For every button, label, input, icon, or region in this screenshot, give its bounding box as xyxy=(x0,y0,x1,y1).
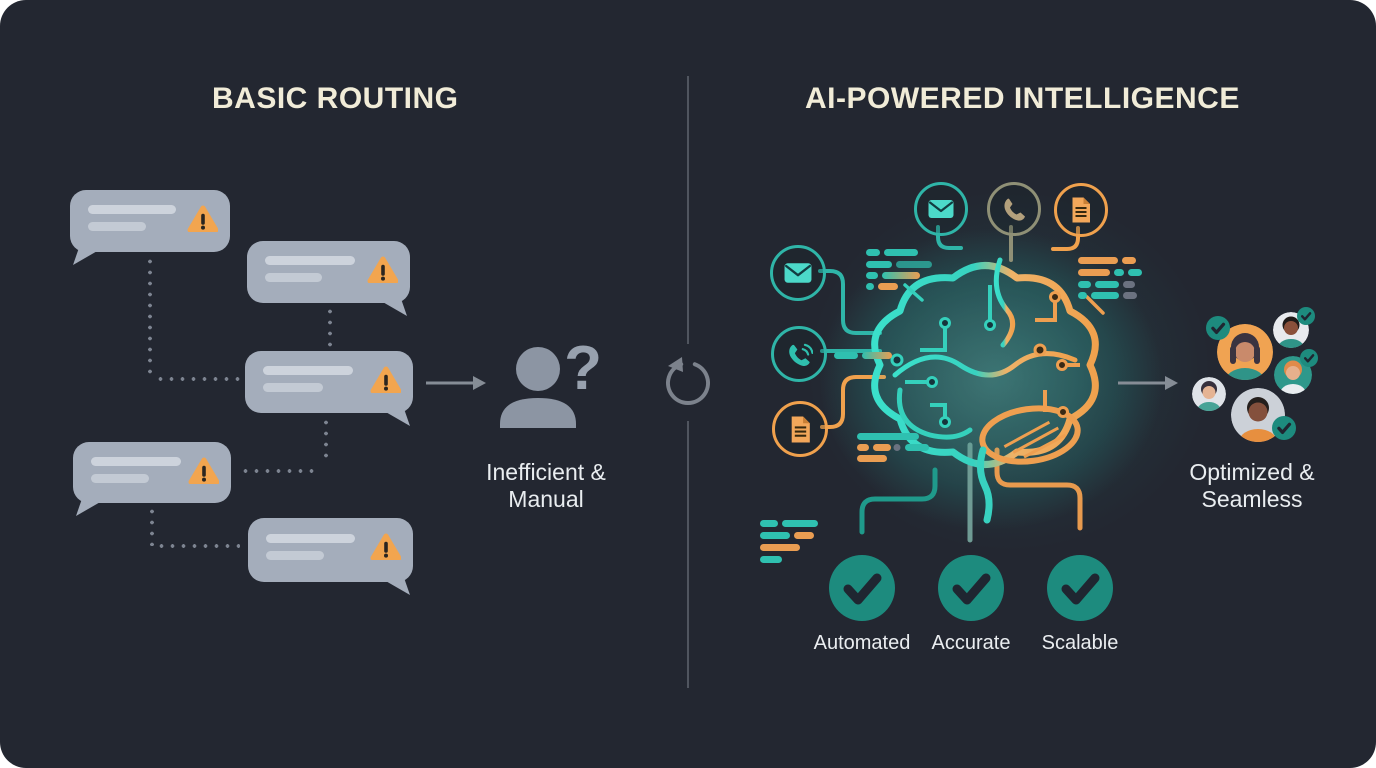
ai-brain-icon xyxy=(760,225,1142,563)
right-caption-line2: Seamless xyxy=(1201,486,1303,512)
warning-triangle-icon xyxy=(366,255,398,283)
check-icon xyxy=(1297,307,1315,325)
right-caption: Optimized & Seamless xyxy=(1152,459,1352,513)
text-placeholder-bar xyxy=(266,551,324,560)
document-icon xyxy=(1071,196,1091,224)
bubble-tail xyxy=(73,250,99,265)
dotted-connector xyxy=(148,256,152,376)
benefit-label: Automated xyxy=(813,632,911,654)
dotted-connector xyxy=(156,544,240,548)
document-channel xyxy=(772,401,828,457)
phone-icon xyxy=(1004,198,1025,221)
text-placeholder-bar xyxy=(91,457,181,466)
bubble-tail xyxy=(384,411,410,426)
dotted-connector xyxy=(150,506,154,546)
document-icon xyxy=(790,415,811,443)
avatar xyxy=(1231,388,1285,442)
text-placeholder-bar xyxy=(88,222,146,231)
chat-bubble xyxy=(73,442,231,516)
data-dashes xyxy=(760,249,1142,563)
left-caption-line1: Inefficient & xyxy=(486,459,606,485)
chat-bubble xyxy=(247,241,410,316)
chat-bubble xyxy=(70,190,230,265)
warning-triangle-icon xyxy=(369,365,401,393)
dotted-connector xyxy=(324,417,328,463)
dotted-connector xyxy=(155,377,241,381)
email-channel xyxy=(914,182,968,236)
brain-glow xyxy=(765,172,1217,604)
left-panel-title: BASIC ROUTING xyxy=(212,82,459,115)
warning-triangle-icon xyxy=(369,532,401,560)
phone-channel xyxy=(987,182,1041,236)
text-placeholder-bar xyxy=(265,256,355,265)
check-icon xyxy=(1047,555,1113,621)
bubble-tail xyxy=(76,501,102,516)
text-placeholder-bar xyxy=(91,474,149,483)
benefit-label: Scalable xyxy=(1041,632,1119,654)
left-caption: Inefficient & Manual xyxy=(446,459,646,513)
warning-triangle-icon xyxy=(187,456,219,484)
right-panel-title: AI-POWERED INTELLIGENCE xyxy=(805,82,1240,115)
person-question-icon: ? xyxy=(500,334,602,428)
chat-bubble xyxy=(245,351,413,426)
email-icon xyxy=(928,198,954,220)
text-placeholder-bar xyxy=(263,383,323,392)
right-caption-line1: Optimized & xyxy=(1189,459,1315,485)
bubble-tail xyxy=(381,301,407,316)
phone-icon xyxy=(788,343,813,368)
check-icon xyxy=(938,555,1004,621)
text-placeholder-bar xyxy=(263,366,353,375)
arrow-right-icon xyxy=(426,376,486,390)
avatar xyxy=(1217,324,1273,380)
phone-channel xyxy=(771,326,827,382)
arrow-right-icon xyxy=(1118,376,1178,390)
text-placeholder-bar xyxy=(265,273,322,282)
divider-line xyxy=(687,76,689,344)
text-placeholder-bar xyxy=(88,205,176,214)
avatar xyxy=(1274,356,1312,394)
refresh-loop-icon xyxy=(666,357,710,405)
email-channel xyxy=(770,245,826,301)
avatar xyxy=(1192,377,1226,411)
check-icon xyxy=(1272,416,1296,440)
document-channel xyxy=(1054,183,1108,237)
dotted-connector xyxy=(240,469,320,473)
divider-line xyxy=(687,421,689,688)
warning-triangle-icon xyxy=(186,204,218,232)
email-icon xyxy=(784,262,812,284)
left-caption-line2: Manual xyxy=(508,486,584,512)
check-icon xyxy=(829,555,895,621)
svg-text:?: ? xyxy=(564,334,602,403)
bubble-tail xyxy=(384,580,410,595)
chat-bubble xyxy=(248,518,413,595)
dotted-connector xyxy=(328,306,332,350)
benefit-label: Accurate xyxy=(931,632,1011,654)
check-icon xyxy=(1300,349,1318,367)
customer-avatars xyxy=(1192,307,1318,442)
text-placeholder-bar xyxy=(266,534,355,543)
check-icon xyxy=(1206,316,1230,340)
